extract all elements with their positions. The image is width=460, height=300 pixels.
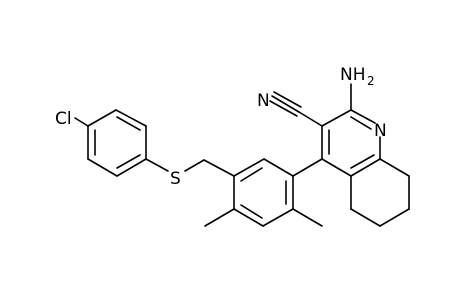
aromatic-bond xyxy=(240,204,263,219)
bond xyxy=(379,158,410,177)
bond xyxy=(87,109,117,127)
atom-labels: Cl S N N NH 2 xyxy=(55,65,387,189)
ring-nitrogen-label: N xyxy=(374,121,387,141)
bond xyxy=(233,158,265,177)
bond xyxy=(292,158,323,177)
bond xyxy=(145,158,169,172)
nitrile-bond xyxy=(273,91,302,108)
bond xyxy=(350,158,381,177)
bond xyxy=(233,208,264,227)
bond xyxy=(350,208,381,227)
aromatic-bond xyxy=(116,116,141,131)
methyl-bond xyxy=(292,208,323,227)
nitrile-bond xyxy=(269,100,298,117)
amino-group-label: NH xyxy=(340,65,366,85)
nitrile-bond xyxy=(271,95,300,113)
nitrile-nitrogen-label: N xyxy=(257,91,270,111)
bond xyxy=(321,109,352,127)
bond xyxy=(203,159,235,177)
bond xyxy=(115,109,147,127)
methyl-bond xyxy=(204,208,235,227)
bond xyxy=(262,208,294,227)
aromatic-bond xyxy=(350,116,372,130)
bond xyxy=(116,158,147,177)
aromatic-bond xyxy=(350,154,375,169)
aromatic-bond xyxy=(240,167,263,182)
bond xyxy=(87,158,118,177)
sulfur-label: S xyxy=(170,169,181,189)
aromatic-bond xyxy=(116,154,141,169)
bond xyxy=(350,109,376,124)
amino-subscript-label: 2 xyxy=(367,74,375,88)
bond xyxy=(263,158,294,177)
bond xyxy=(184,159,205,172)
bond-lines xyxy=(74,83,410,227)
bond xyxy=(379,208,410,227)
nitrile-bond xyxy=(298,111,323,127)
chlorine-label: Cl xyxy=(55,109,72,129)
bond xyxy=(74,117,89,127)
bond xyxy=(321,158,352,177)
